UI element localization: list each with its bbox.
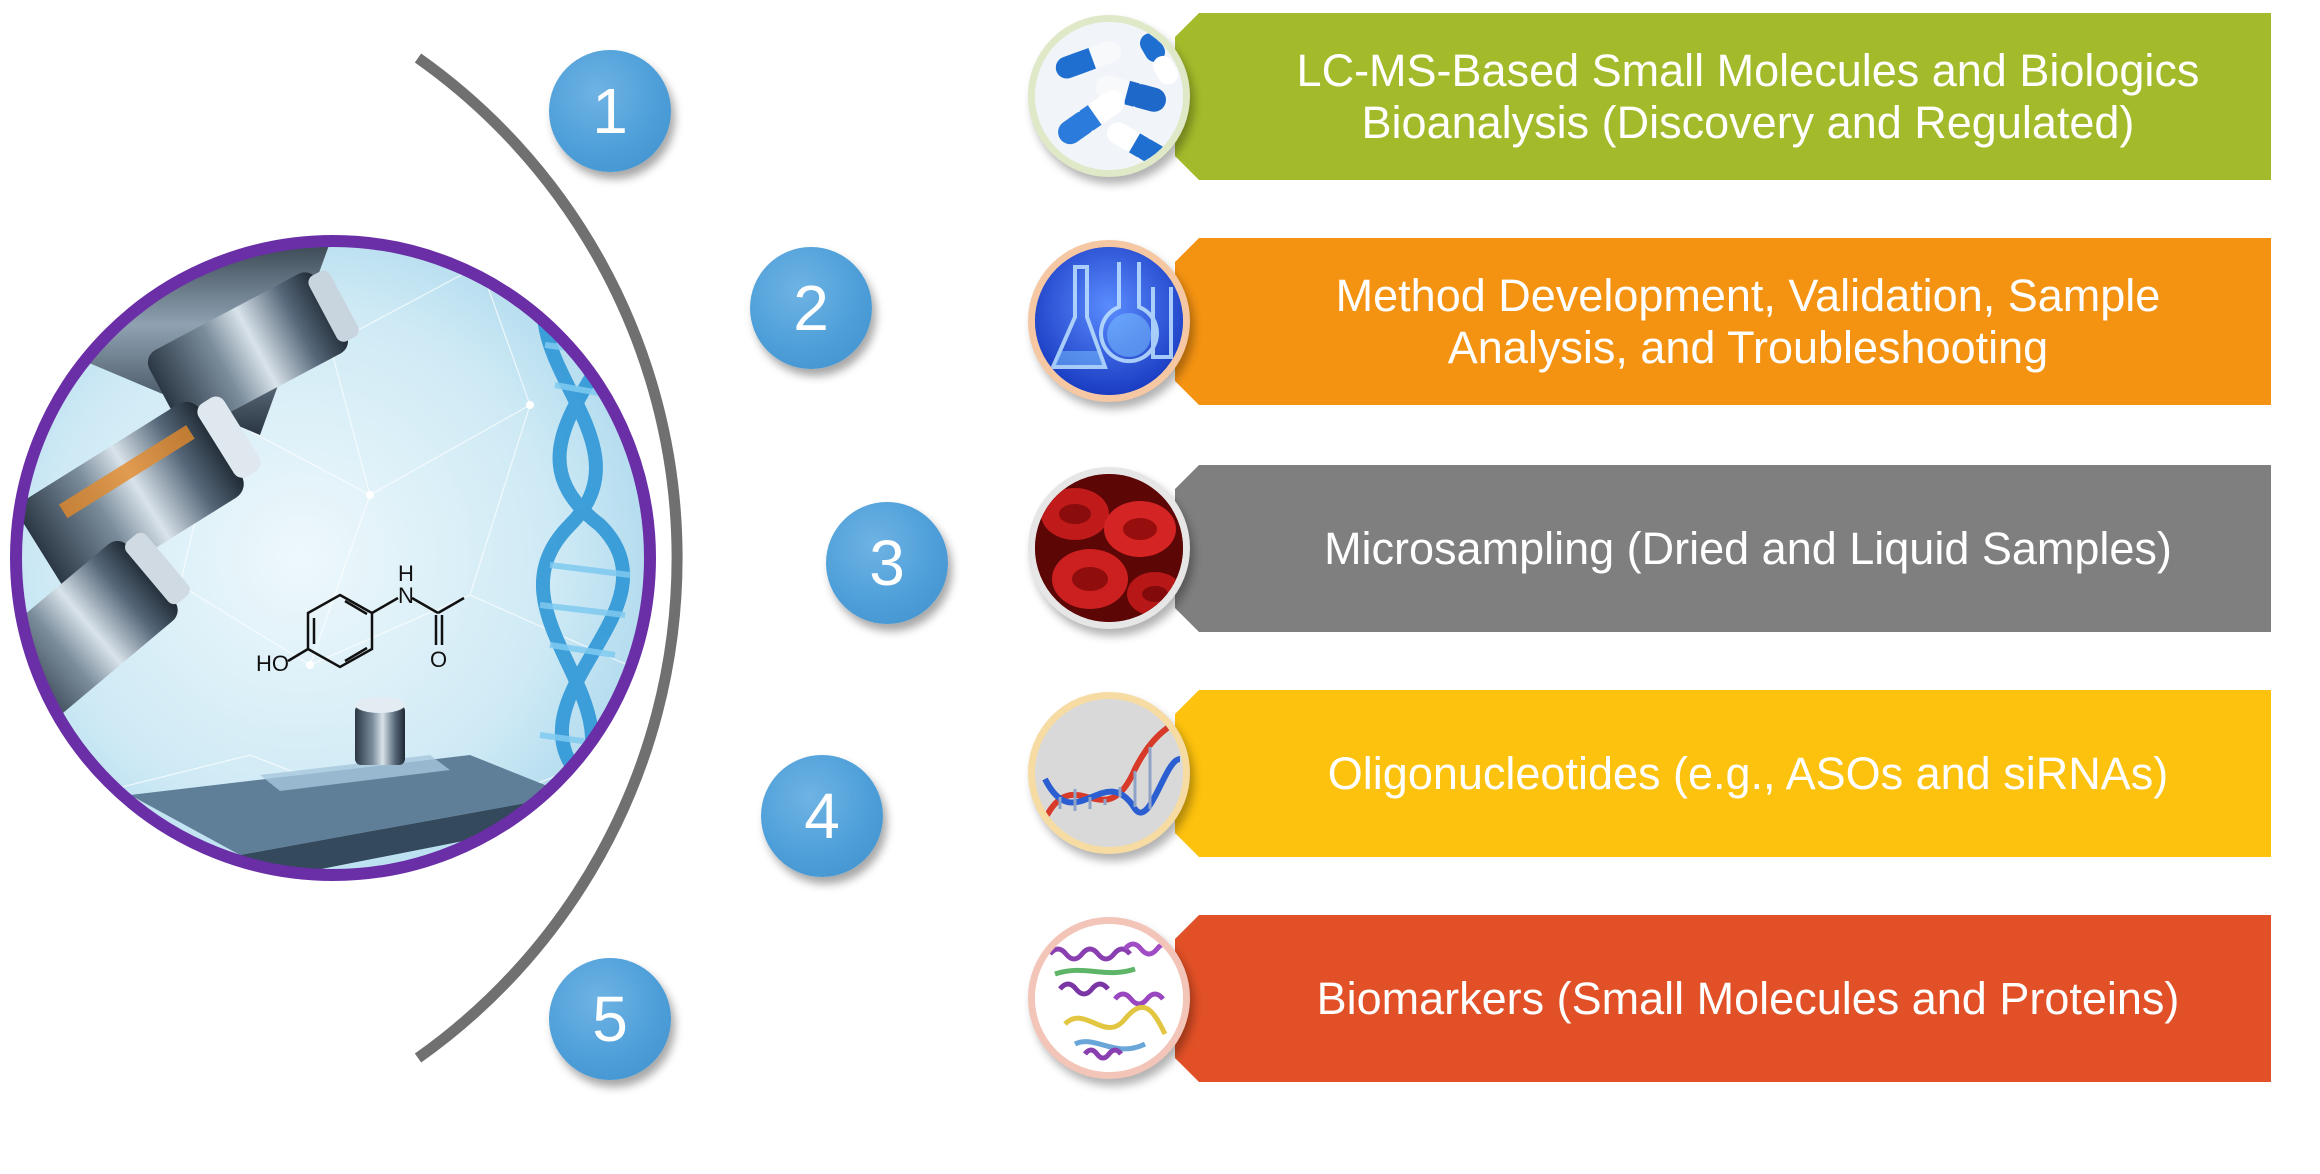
service-label-lcms: LC-MS-Based Small Molecules and Biologic…: [1296, 44, 2200, 148]
step-3-circle: 3: [826, 502, 948, 624]
service-banner-biomarkers: Biomarkers (Small Molecules and Proteins…: [1175, 915, 2271, 1082]
microscope-dna-illustration: N H O HO: [10, 235, 656, 881]
step-2-circle: 2: [750, 247, 872, 369]
blood-cells-icon: [1028, 467, 1190, 629]
service-label-oligonucleotides: Oligonucleotides (e.g., ASOs and siRNAs): [1327, 747, 2169, 799]
service-banner-microsampling: Microsampling (Dried and Liquid Samples): [1175, 465, 2271, 632]
lab-glassware-icon: [1028, 240, 1190, 402]
step-1-number: 1: [592, 75, 628, 147]
capsules-icon: [1028, 15, 1190, 177]
service-banner-method-development: Method Development, Validation, Sample A…: [1175, 238, 2271, 405]
step-5-number: 5: [592, 983, 628, 1055]
protein-structure-icon: [1028, 917, 1190, 1079]
hero-image: N H O HO: [10, 235, 656, 881]
service-label-microsampling: Microsampling (Dried and Liquid Samples): [1324, 522, 2172, 574]
service-banner-lcms: LC-MS-Based Small Molecules and Biologic…: [1175, 13, 2271, 180]
step-2-number: 2: [793, 272, 829, 344]
service-label-biomarkers: Biomarkers (Small Molecules and Proteins…: [1316, 972, 2180, 1024]
atom-h-label: H: [398, 561, 414, 586]
atom-o-label: O: [430, 647, 447, 672]
service-label-method-development: Method Development, Validation, Sample A…: [1335, 269, 2161, 373]
dna-icon: [1028, 692, 1190, 854]
service-banner-oligonucleotides: Oligonucleotides (e.g., ASOs and siRNAs): [1175, 690, 2271, 857]
step-4-circle: 4: [761, 755, 883, 877]
atom-ho-label: HO: [256, 651, 289, 676]
step-1-circle: 1: [549, 50, 671, 172]
step-4-number: 4: [804, 780, 840, 852]
atom-n-label: N: [398, 583, 414, 608]
step-5-circle: 5: [549, 958, 671, 1080]
hero-ring: [10, 235, 656, 881]
step-3-number: 3: [869, 527, 905, 599]
